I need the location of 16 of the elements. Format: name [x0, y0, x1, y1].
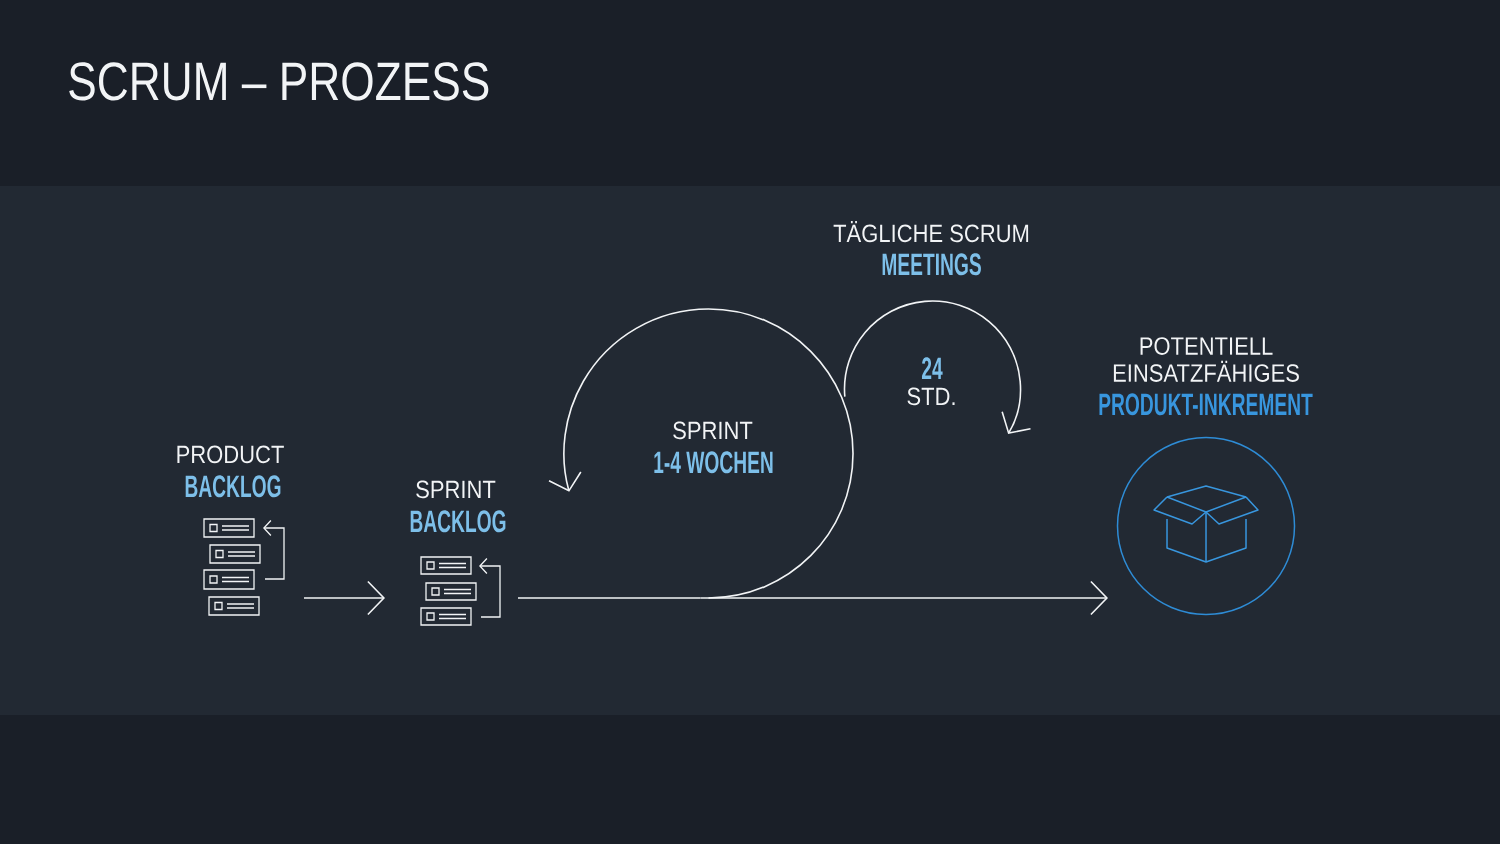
connector-line [517, 597, 702, 599]
stage-heading: SPRINT [416, 480, 496, 499]
stage-heading: POTENTIELL EINSATZFÄHIGES [1113, 337, 1299, 382]
stage-title: MEETINGS [882, 253, 981, 276]
stage-heading: TÄGLICHE SCRUM [833, 221, 1029, 243]
duration-number: 24 [922, 357, 943, 379]
duration-label: 1-4 WOCHEN [654, 451, 773, 474]
stage-title: PRODUKT-INKREMENT [1099, 393, 1313, 416]
stage-heading: PRODUCT [177, 445, 284, 464]
stage-title: BACKLOG [185, 475, 281, 498]
stage-heading: SPRINT [673, 421, 753, 440]
slide-title: SCRUM – PROZESS [69, 62, 489, 101]
arrow [303, 580, 385, 616]
arrow [699, 580, 1108, 616]
duration-unit: STD. [907, 387, 955, 406]
stage-title: BACKLOG [410, 510, 506, 533]
